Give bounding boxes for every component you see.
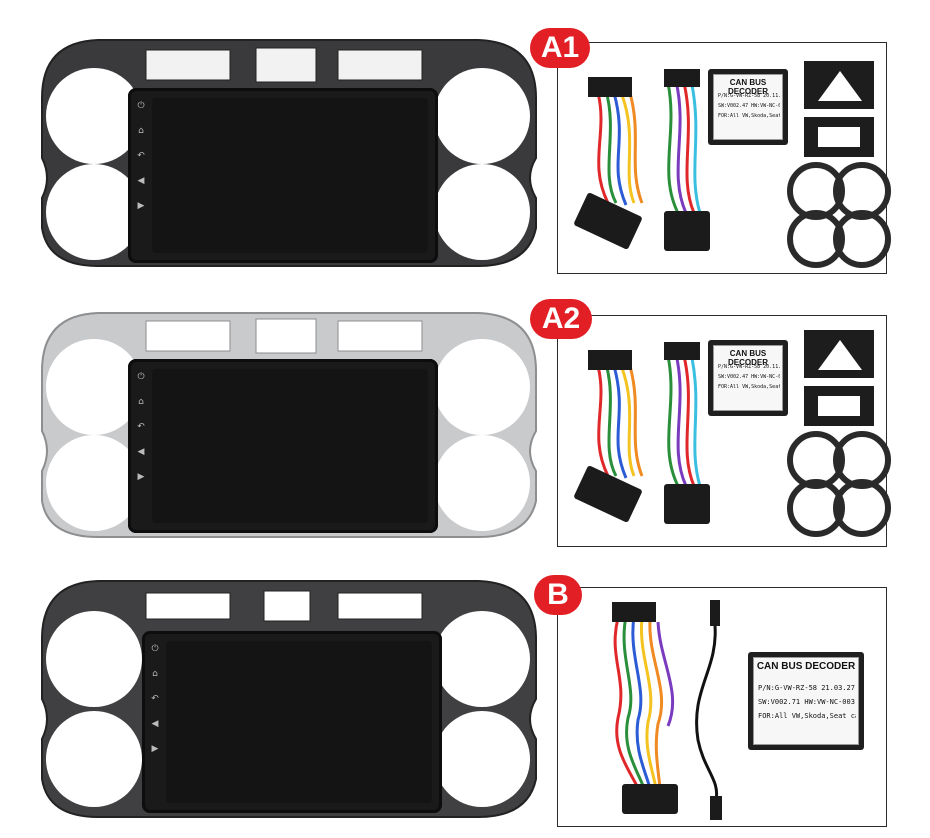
screen-side-buttons: ⏻ ⌂ ↶ ◀ ▶ xyxy=(134,373,148,482)
variant-badge-a1: A1 xyxy=(530,28,590,68)
power-icon[interactable]: ⏻ xyxy=(151,644,159,654)
touchscreen-a2[interactable]: ⏻ ⌂ ↶ ◀ ▶ xyxy=(128,359,438,533)
power-icon[interactable]: ⏻ xyxy=(137,372,145,382)
variant-b-row: ⏻ ⌂ ↶ ◀ ▶ xyxy=(0,565,930,838)
accessory-box-b: CAN BUS DECODER P/N:G-VW-RZ-58 21.03.27 … xyxy=(557,587,887,827)
can-bus-decoder-b: CAN BUS DECODER P/N:G-VW-RZ-58 21.03.27 … xyxy=(748,652,864,750)
volume-up-icon[interactable]: ▶ xyxy=(137,472,145,482)
wiring-harness-icon xyxy=(612,602,678,814)
decoder-for: FOR:All VW,Skoda,Seat cars xyxy=(718,384,780,390)
screen-side-buttons: ⏻ ⌂ ↶ ◀ ▶ xyxy=(148,645,162,754)
back-icon[interactable]: ↶ xyxy=(137,422,145,432)
variant-a1-row: ⏻ ⌂ ↶ ◀ ▶ xyxy=(0,0,930,285)
decoder-title: CAN BUS DECODER xyxy=(727,349,768,367)
volume-up-icon[interactable]: ▶ xyxy=(151,744,159,754)
decoder-sw: SW:V002.71 HW:VW-NC-003 644302 xyxy=(758,698,856,706)
can-bus-decoder-a2: CAN BUS DECODER P/N:G-VW-RZ-58 20.11.23 … xyxy=(708,340,788,416)
variant-a2-row: ⏻ ⌂ ↶ ◀ ▶ xyxy=(0,285,930,565)
decoder-sw: SW:V002.47 HW:VW-NC-003 550228 xyxy=(718,103,780,109)
accessory-box-a1: CAN BUS DECODER P/N:G-VW-RZ-58 20.11.23 … xyxy=(557,42,891,274)
can-bus-decoder-a1: CAN BUS DECODER P/N:G-VW-RZ-58 20.11.23 … xyxy=(708,69,788,145)
touchscreen-a1[interactable]: ⏻ ⌂ ↶ ◀ ▶ xyxy=(128,88,438,263)
wiring-harness-icon xyxy=(574,342,710,524)
back-icon[interactable]: ↶ xyxy=(151,694,159,704)
touchscreen-b[interactable]: ⏻ ⌂ ↶ ◀ ▶ xyxy=(142,631,442,813)
volume-up-icon[interactable]: ▶ xyxy=(137,201,145,211)
screen-glass xyxy=(152,98,428,253)
home-icon[interactable]: ⌂ xyxy=(138,397,144,407)
stereo-unit-a1: ⏻ ⌂ ↶ ◀ ▶ xyxy=(38,38,538,268)
accessory-box-a2: CAN BUS DECODER P/N:G-VW-RZ-58 20.11.23 … xyxy=(557,315,891,547)
variant-badge-b: B xyxy=(534,575,582,615)
screen-glass xyxy=(166,641,432,803)
decoder-pn: P/N:G-VW-RZ-58 21.03.27 xyxy=(758,684,855,692)
decoder-sw: SW:V002.47 HW:VW-NC-003 550228 xyxy=(718,374,780,380)
screen-glass xyxy=(152,369,428,523)
stereo-unit-a2: ⏻ ⌂ ↶ ◀ ▶ xyxy=(38,311,538,539)
decoder-title: CAN BUS DECODER xyxy=(727,78,768,96)
decoder-title: CAN BUS DECODER xyxy=(756,661,856,672)
decoder-for: FOR:All VW,Skoda,Seat cars xyxy=(718,113,780,119)
back-icon[interactable]: ↶ xyxy=(137,151,145,161)
volume-down-icon[interactable]: ◀ xyxy=(137,176,145,186)
variant-badge-a2: A2 xyxy=(530,299,592,339)
mounting-brackets-icon xyxy=(787,330,891,537)
volume-down-icon[interactable]: ◀ xyxy=(151,719,159,729)
home-icon[interactable]: ⌂ xyxy=(152,669,158,679)
antenna-adapter-icon xyxy=(695,600,722,820)
decoder-pn: P/N:G-VW-RZ-58 20.11.23 xyxy=(718,93,780,99)
stereo-unit-b: ⏻ ⌂ ↶ ◀ ▶ xyxy=(38,579,538,819)
mounting-brackets-icon xyxy=(787,61,891,268)
home-icon[interactable]: ⌂ xyxy=(138,126,144,136)
decoder-pn: P/N:G-VW-RZ-58 20.11.23 xyxy=(718,364,780,370)
screen-side-buttons: ⏻ ⌂ ↶ ◀ ▶ xyxy=(134,102,148,211)
decoder-for: FOR:All VW,Skoda,Seat cars xyxy=(758,712,856,720)
wiring-harness-icon xyxy=(574,69,710,251)
volume-down-icon[interactable]: ◀ xyxy=(137,447,145,457)
power-icon[interactable]: ⏻ xyxy=(137,101,145,111)
